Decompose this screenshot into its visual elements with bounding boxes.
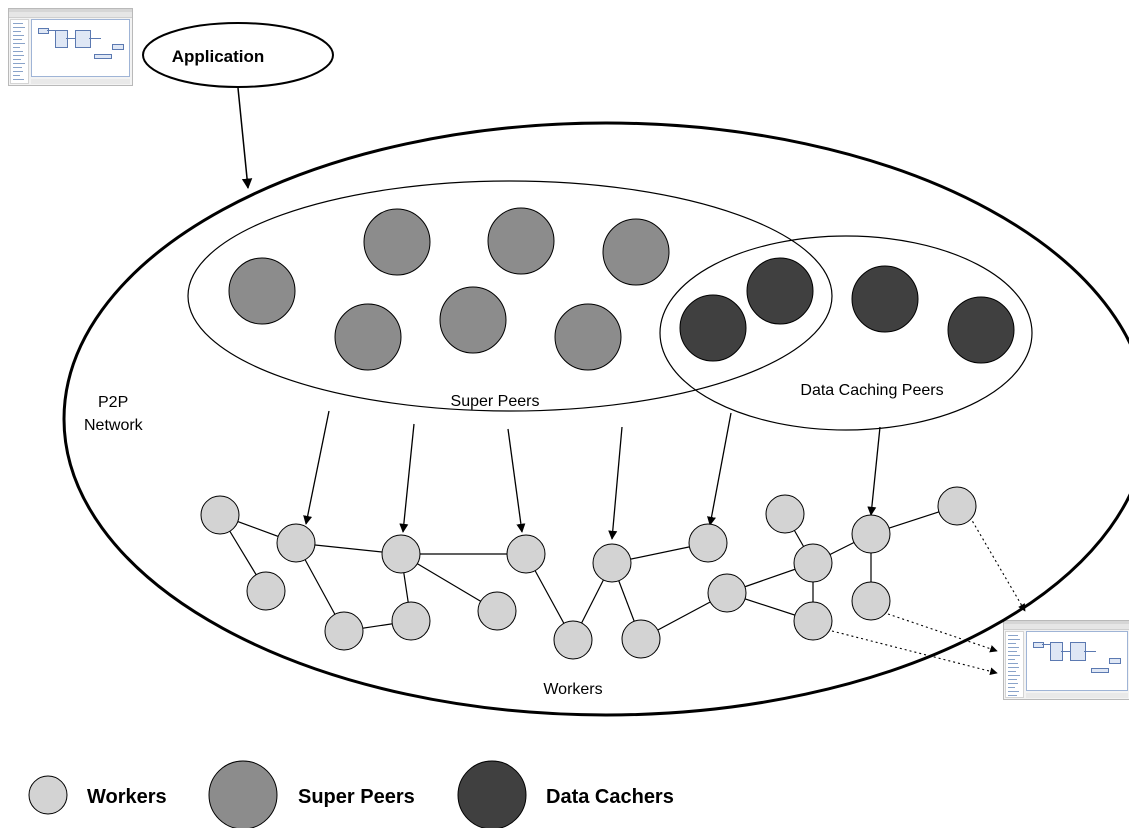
worker-node xyxy=(851,581,891,621)
super-peer-nodes xyxy=(228,207,670,371)
legend-super-peer-swatch xyxy=(208,760,278,828)
worker-node xyxy=(793,601,833,641)
assignment-arrow xyxy=(867,426,881,516)
super-peer-node xyxy=(487,207,555,275)
assignment-arrow xyxy=(707,412,732,526)
super-peer-node xyxy=(228,257,296,325)
super-peers-ellipse xyxy=(187,180,833,412)
legend-data-cachers-label: Data Cachers xyxy=(546,786,674,808)
data-cacher-node xyxy=(746,257,814,325)
assignment-arrows xyxy=(303,410,881,540)
legend: Workers Super Peers Data Cachers xyxy=(28,760,674,828)
worker-node xyxy=(937,486,977,526)
worker-node xyxy=(765,494,805,534)
worker-node xyxy=(621,619,661,659)
worker-node xyxy=(851,514,891,554)
data-cacher-node xyxy=(851,265,919,333)
worker-node xyxy=(592,543,632,583)
result-arrow xyxy=(969,516,1026,612)
assignment-arrow xyxy=(507,428,526,533)
legend-super-peers-label: Super Peers xyxy=(298,786,415,808)
worker-node xyxy=(246,571,286,611)
p2p-network-ellipse xyxy=(62,121,1129,717)
result-arrow xyxy=(831,630,998,676)
application-arrow xyxy=(237,87,253,190)
worker-node xyxy=(324,611,364,651)
super-peers-label: Super Peers xyxy=(451,393,540,410)
data-caching-peers-ellipse xyxy=(659,235,1033,431)
super-peer-node xyxy=(554,303,622,371)
super-peer-node xyxy=(602,218,670,286)
worker-node xyxy=(381,534,421,574)
data-caching-peers-label: Data Caching Peers xyxy=(800,382,943,399)
data-cacher-nodes xyxy=(679,257,1015,364)
workers-label: Workers xyxy=(543,681,602,698)
worker-node xyxy=(276,523,316,563)
worker-node xyxy=(200,495,240,535)
worker-node xyxy=(506,534,546,574)
application-ellipse xyxy=(142,22,334,88)
worker-node xyxy=(391,601,431,641)
result-arrow xyxy=(887,613,998,653)
worker-node xyxy=(707,573,747,613)
assignment-arrow xyxy=(303,410,330,525)
assignment-arrow xyxy=(608,426,623,540)
assignment-arrow xyxy=(399,423,415,533)
data-cacher-node xyxy=(679,294,747,362)
result-arrows xyxy=(831,516,1026,676)
worker-node xyxy=(477,591,517,631)
legend-data-cacher-swatch xyxy=(457,760,527,828)
legend-worker-swatch xyxy=(28,775,68,815)
super-peer-node xyxy=(439,286,507,354)
worker-node xyxy=(688,523,728,563)
super-peer-node xyxy=(363,208,431,276)
super-peer-node xyxy=(334,303,402,371)
worker-node xyxy=(553,620,593,660)
legend-workers-label: Workers xyxy=(87,786,167,808)
application-label: Application xyxy=(172,47,265,66)
p2p-network-label-line2: Network xyxy=(84,417,144,434)
workflow-editor-thumbnail-icon xyxy=(8,8,133,86)
worker-nodes xyxy=(200,486,977,660)
p2p-network-label-line1: P2P xyxy=(98,394,128,411)
workflow-editor-thumbnail-icon xyxy=(1003,620,1129,700)
data-cacher-node xyxy=(947,296,1015,364)
worker-node xyxy=(793,543,833,583)
